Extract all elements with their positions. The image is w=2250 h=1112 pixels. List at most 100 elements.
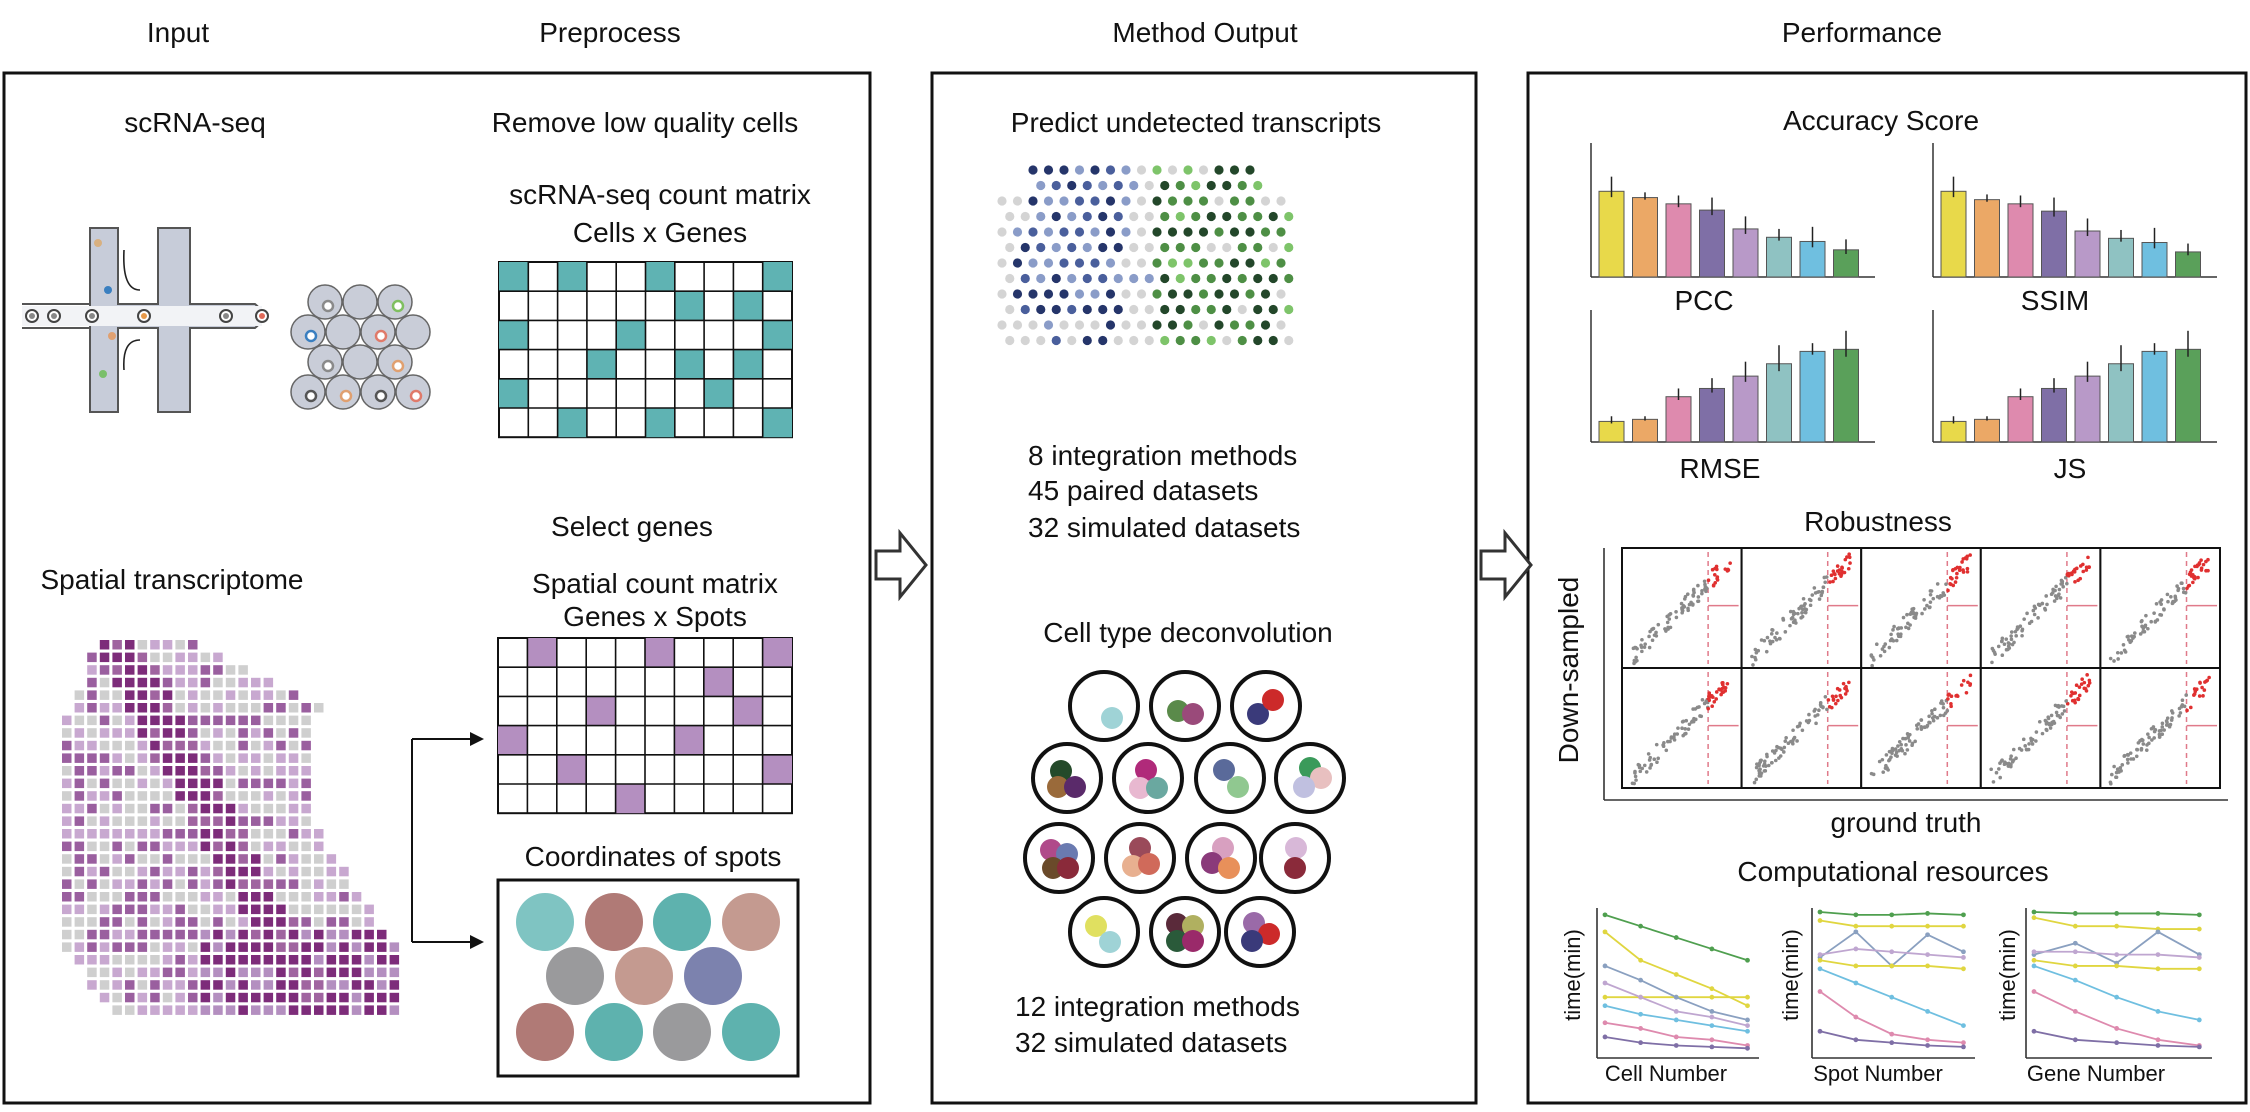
scatter-point: [2071, 691, 2076, 696]
bar: [1665, 203, 1692, 278]
tissue-spot: [87, 803, 97, 814]
predict-spot: [1129, 211, 1139, 222]
cell-type-dot: [1057, 857, 1079, 879]
tissue-spot: [87, 929, 97, 940]
tissue-spot: [175, 942, 185, 952]
tissue-spot: [188, 879, 198, 889]
predict-spot: [1237, 335, 1247, 346]
scatter-point: [2129, 639, 2134, 643]
tissue-spot: [238, 904, 248, 915]
bar: [2007, 203, 2034, 278]
matrix-cell-filled: [499, 262, 529, 292]
predict-spot: [1144, 211, 1154, 222]
predict-spot: [1284, 273, 1294, 284]
cell-type-dot: [1099, 931, 1121, 953]
tissue-spot: [162, 677, 173, 688]
cell-type-dot: [1101, 707, 1123, 729]
predict-spot: [1028, 258, 1038, 268]
scatter-point: [1905, 612, 1909, 617]
scatter-point: [2125, 634, 2130, 639]
scatter-point: [1874, 642, 1879, 647]
tissue-spot: [301, 892, 311, 902]
tissue-spot: [87, 942, 97, 952]
time-series-point: [1709, 1014, 1715, 1020]
scatter-point: [1693, 717, 1698, 722]
tissue-spot: [137, 892, 148, 902]
predict-spot: [1051, 242, 1061, 253]
scatter-point: [1666, 739, 1670, 744]
deconvolution-spots: [1023, 670, 1346, 968]
tissue-spot: [125, 677, 135, 688]
scatter-point: [1871, 772, 1876, 777]
scatter-point: [1919, 724, 1924, 729]
tissue-spot: [99, 829, 110, 839]
scatter-point: [1642, 763, 1647, 768]
scatter-point: [1880, 757, 1885, 762]
scatter-point: [2192, 576, 2197, 581]
arrow-to-method-icon: [874, 528, 928, 602]
predict-spot: [1214, 258, 1224, 268]
predict-spot: [1005, 242, 1015, 253]
tissue-spot: [87, 917, 97, 927]
scatter-point: [1799, 616, 1803, 620]
scatter-point: [1892, 624, 1896, 629]
tissue-spot: [339, 942, 349, 952]
predict-spot: [1067, 335, 1077, 346]
tissue-spot: [301, 829, 311, 839]
scatter-point: [1782, 745, 1787, 750]
scatter-point: [2057, 592, 2061, 596]
tissue-spot: [213, 652, 223, 663]
scatter-point: [2189, 705, 2193, 710]
tissue-spot: [200, 690, 211, 700]
predict-spot: [1237, 273, 1247, 284]
tissue-spot: [137, 652, 148, 663]
tissue-spot: [238, 677, 248, 688]
scatter-point: [1642, 645, 1647, 649]
tissue-spot: [326, 892, 337, 902]
tissue-spot: [263, 816, 274, 826]
tissue-spot: [314, 854, 324, 864]
time-series-point: [1853, 1014, 1859, 1020]
scatter-point: [1817, 597, 1822, 601]
tissue-spot: [213, 904, 223, 915]
tissue-spot: [112, 753, 122, 763]
tissue-spot: [364, 929, 374, 940]
time-series-point: [1961, 1040, 1966, 1046]
tissue-spot: [238, 829, 248, 839]
predict-spot: [1121, 320, 1131, 330]
predict-spot: [1167, 320, 1178, 330]
tissue-spot: [288, 816, 299, 826]
tissue-spot: [175, 829, 185, 839]
tissue-spot: [225, 791, 236, 801]
time-series-point: [2114, 963, 2120, 969]
scatter-point: [1648, 755, 1653, 760]
scatter-point: [1807, 712, 1811, 717]
arrow-to-performance-icon: [1479, 528, 1533, 602]
scatter-point: [1901, 615, 1906, 620]
tissue-spot: [326, 929, 337, 940]
tissue-spot: [112, 740, 122, 751]
tissue-spot: [225, 917, 236, 927]
tissue-spot: [263, 854, 274, 864]
tissue-spot: [125, 640, 135, 650]
scatter-point: [1683, 732, 1687, 736]
scatter-point: [2159, 613, 2164, 617]
tissue-spot: [225, 992, 236, 1003]
tissue-spot: [125, 803, 135, 814]
predict-spot: [1284, 242, 1294, 253]
tissue-spot: [175, 892, 185, 902]
tissue-spot: [225, 703, 236, 713]
scatter-point: [1633, 771, 1637, 775]
tissue-spot: [162, 816, 173, 826]
droplet-cell: [374, 329, 388, 343]
predict-spot: [1260, 320, 1271, 330]
tissue-spot: [288, 879, 299, 889]
scatter-point: [1634, 655, 1638, 660]
tissue-spot: [200, 677, 211, 688]
bar: [1799, 240, 1826, 278]
scatter-point: [1702, 579, 1707, 584]
scatter-point: [2084, 689, 2089, 693]
scatter-point: [1999, 639, 2004, 644]
tissue-spot: [263, 690, 274, 700]
predict-spot: [1160, 180, 1170, 191]
